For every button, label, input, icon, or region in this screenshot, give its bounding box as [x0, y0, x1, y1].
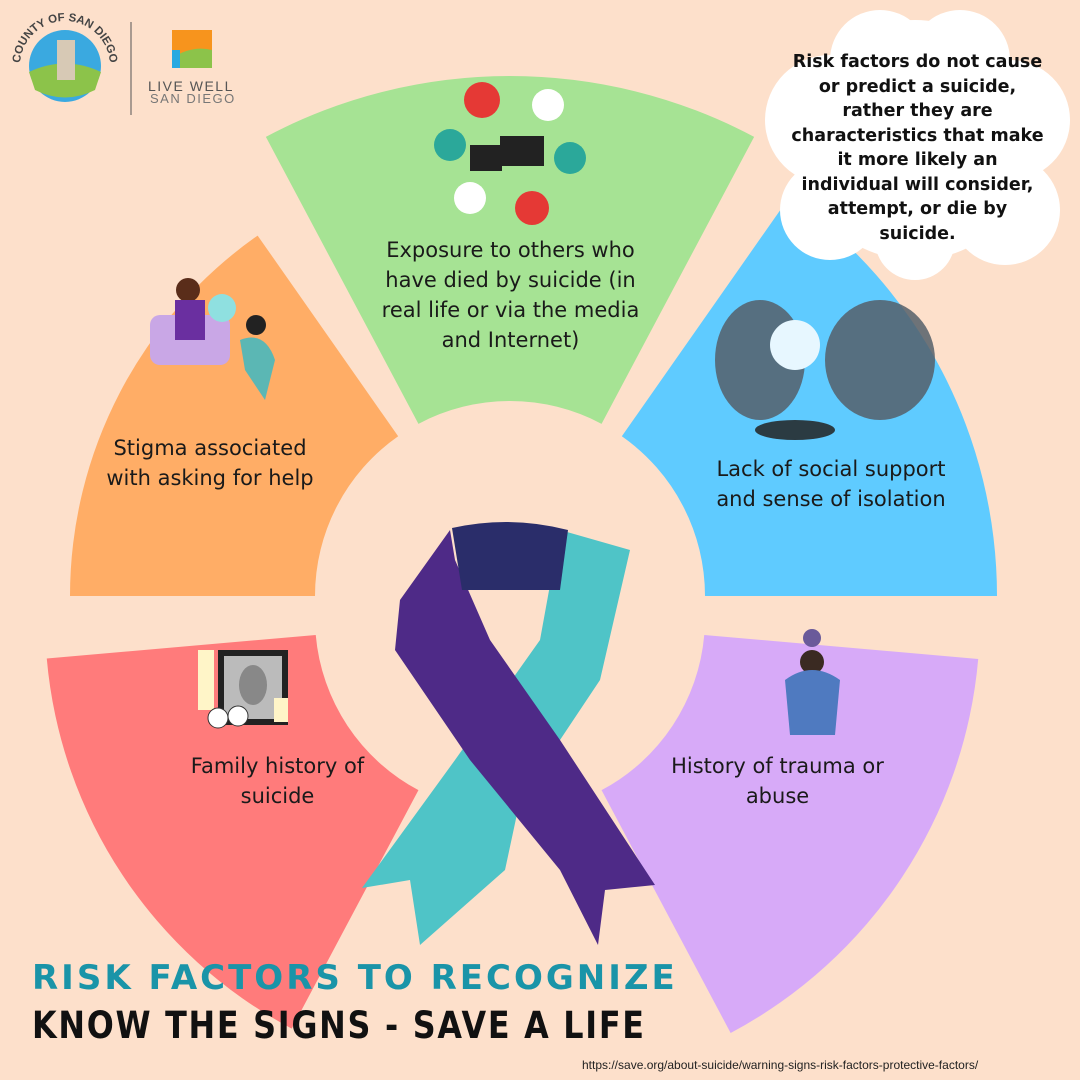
- media-devices-icon: [434, 82, 586, 225]
- awareness-ribbon: [362, 521, 655, 945]
- segment-label-stigma: Stigma associated with asking for help: [106, 436, 314, 490]
- segment-label-family-history: Family history of suicide: [190, 754, 365, 808]
- counseling-icon: [150, 278, 275, 400]
- distressed-person-icon: [785, 629, 840, 735]
- segment-isolation: [621, 197, 997, 597]
- subtitle: KNOW THE SIGNS - SAVE A LIFE: [32, 1004, 646, 1047]
- segment-label-trauma: History of trauma or abuse: [671, 754, 884, 808]
- segment-family-history: [46, 634, 419, 1029]
- memorial-portrait-icon: [198, 650, 288, 729]
- county-logo: COUNTY OF SAN DIEGO: [11, 12, 119, 102]
- segment-label-isolation: Lack of social support and sense of isol…: [716, 457, 946, 511]
- callout-text: Risk factors do not cause or predict a s…: [791, 52, 1044, 244]
- live-well-text: LIVE WELL: [148, 78, 234, 94]
- live-well-logo: [172, 30, 212, 68]
- segment-exposure: [265, 76, 755, 424]
- segment-trauma: [601, 634, 979, 1033]
- san-diego-text: SAN DIEGO: [150, 91, 236, 106]
- segment-stigma: [70, 235, 399, 596]
- segment-label-exposure: Exposure to others who have died by suic…: [381, 238, 640, 352]
- isolated-person-icon: [715, 300, 935, 440]
- callout-cloud: [765, 10, 1070, 280]
- source-url[interactable]: https://save.org/about-suicide/warning-s…: [582, 1058, 979, 1072]
- title: RISK FACTORS TO RECOGNIZE: [32, 958, 678, 998]
